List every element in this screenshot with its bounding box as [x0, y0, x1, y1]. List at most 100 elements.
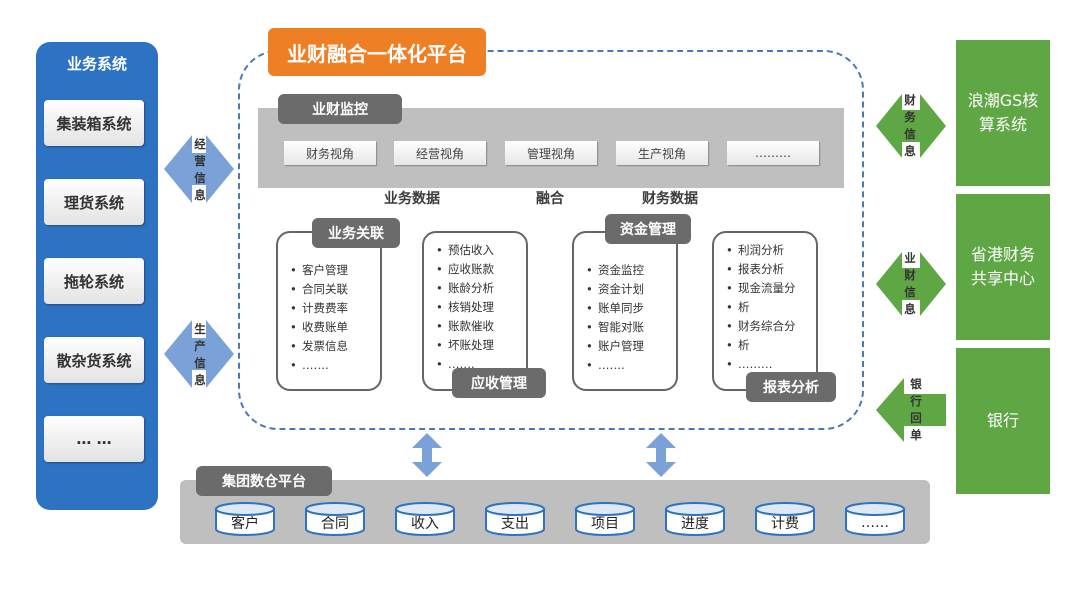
operation-info-label: 经 营 信 息	[190, 130, 210, 210]
perspective-finance[interactable]: 财务视角	[284, 141, 376, 165]
db-progress[interactable]: 进度	[665, 502, 725, 536]
list-item: 智能对账	[586, 318, 676, 337]
production-info-char: 生	[194, 322, 206, 336]
shared-center-line1: 省港财务	[970, 245, 1035, 264]
platform-warehouse-arrow	[412, 433, 442, 477]
biz-fin-info-char: 财	[904, 268, 916, 282]
system-container[interactable]: 集装箱系统	[44, 100, 144, 146]
db-more[interactable]: ……	[845, 502, 905, 536]
bank-receipt-char: 行	[910, 394, 922, 408]
db-contract[interactable]: 合同	[305, 502, 365, 536]
list-item: 应收账款	[436, 260, 526, 279]
card-reports-title: 报表分析	[746, 372, 836, 402]
list-item: 收费账单	[290, 318, 380, 337]
biz-fin-info-arrow	[876, 252, 946, 316]
bank-receipt-arrow	[876, 378, 946, 442]
db-label: 收入	[411, 516, 439, 532]
biz-fin-info-char: 业	[904, 251, 916, 265]
platform-warehouse-arrow	[646, 433, 676, 477]
db-income[interactable]: 收入	[395, 502, 455, 536]
db-customer[interactable]: 客户	[215, 502, 275, 536]
fusion-label: 融合	[536, 191, 564, 207]
finance-data-label: 财务数据	[642, 191, 698, 207]
list-item: 析	[726, 336, 816, 355]
database-icon	[755, 502, 815, 536]
shared-service-center[interactable]: 省港财务 共享中心	[956, 194, 1050, 340]
list-item: 合同关联	[290, 280, 380, 299]
card-reports: 利润分析 报表分析 现金流量分 析 财务综合分 析 ………	[712, 231, 818, 391]
card-business-link-title: 业务关联	[312, 218, 400, 248]
finance-info-char: 财	[904, 93, 916, 107]
list-item: …….	[436, 355, 526, 374]
biz-fin-info-label: 业 财 信 息	[900, 244, 920, 324]
db-label: 支出	[501, 516, 529, 532]
db-label: 客户	[231, 516, 259, 532]
perspective-production[interactable]: 生产视角	[616, 141, 708, 165]
finance-info-label: 财 务 信 息	[900, 86, 920, 166]
database-icon	[485, 502, 545, 536]
production-info-char: 息	[194, 373, 206, 387]
list-item: 现金流量分	[726, 279, 816, 298]
operation-info-char: 营	[194, 154, 206, 168]
database-icon	[575, 502, 635, 536]
perspective-operation[interactable]: 经营视角	[394, 141, 486, 165]
operation-info-char: 信	[194, 171, 206, 185]
database-icon	[665, 502, 725, 536]
list-item: 账单同步	[586, 299, 676, 318]
finance-info-char: 务	[904, 110, 916, 124]
production-info-char: 信	[194, 356, 206, 370]
db-label: 进度	[681, 516, 709, 532]
system-bulk-cargo[interactable]: 散杂货系统	[44, 337, 144, 383]
list-item: …….	[290, 356, 380, 375]
db-label: 计费	[771, 516, 799, 532]
shared-center-line2: 共享中心	[970, 269, 1035, 288]
system-tug[interactable]: 拖轮系统	[44, 258, 144, 304]
inspur-gs-line2: 算系统	[978, 115, 1027, 134]
business-systems-title: 业务系统	[66, 54, 127, 73]
bank-receipt-label: 银 行 回 单	[906, 370, 926, 450]
list-item: 析	[726, 298, 816, 317]
bank-receipt-char: 银	[910, 377, 922, 391]
system-more[interactable]: … …	[44, 416, 144, 462]
db-billing[interactable]: 计费	[755, 502, 815, 536]
finance-info-arrow	[876, 94, 946, 158]
finance-info-char: 息	[904, 144, 916, 158]
biz-fin-info-char: 息	[904, 302, 916, 316]
db-project[interactable]: 项目	[575, 502, 635, 536]
list-item: 报表分析	[726, 260, 816, 279]
bank-box[interactable]: 银行	[956, 348, 1050, 494]
list-item: 客户管理	[290, 261, 380, 280]
system-tally[interactable]: 理货系统	[44, 179, 144, 225]
business-data-label: 业务数据	[384, 191, 440, 207]
list-item: …….	[586, 356, 676, 375]
list-item: 账户管理	[586, 337, 676, 356]
list-item: 发票信息	[290, 337, 380, 356]
perspective-more[interactable]: ………	[727, 141, 819, 165]
monitor-title: 业财监控	[278, 94, 402, 124]
db-expense[interactable]: 支出	[485, 502, 545, 536]
database-icon	[215, 502, 275, 536]
bank-receipt-char: 单	[910, 428, 922, 442]
card-business-link: 客户管理 合同关联 计费费率 收费账单 发票信息 …….	[276, 231, 382, 391]
platform-title: 业财融合一体化平台	[268, 28, 486, 76]
db-label: 合同	[321, 516, 349, 532]
db-label: ……	[861, 515, 889, 531]
database-icon	[395, 502, 455, 536]
operation-info-arrow	[164, 135, 234, 203]
finance-info-char: 信	[904, 127, 916, 141]
card-funds: 资金监控 资金计划 账单同步 智能对账 账户管理 …….	[572, 231, 678, 391]
operation-info-char: 经	[194, 137, 206, 151]
card-receivables: 预估收入 应收账款 账龄分析 核销处理 账款催收 坏账处理 …….	[422, 231, 528, 391]
card-receivables-title: 应收管理	[452, 368, 546, 398]
data-warehouse-title: 集团数仓平台	[196, 466, 332, 496]
list-item: 计费费率	[290, 299, 380, 318]
perspective-management[interactable]: 管理视角	[505, 141, 597, 165]
list-item: 账款催收	[436, 317, 526, 336]
list-item: 核销处理	[436, 298, 526, 317]
inspur-gs-system[interactable]: 浪潮GS核 算系统	[956, 40, 1050, 186]
bank-label: 银行	[986, 411, 1019, 430]
production-info-char: 产	[194, 339, 206, 353]
database-icon	[305, 502, 365, 536]
bank-receipt-char: 回	[910, 411, 922, 425]
production-info-label: 生 产 信 息	[190, 315, 210, 395]
